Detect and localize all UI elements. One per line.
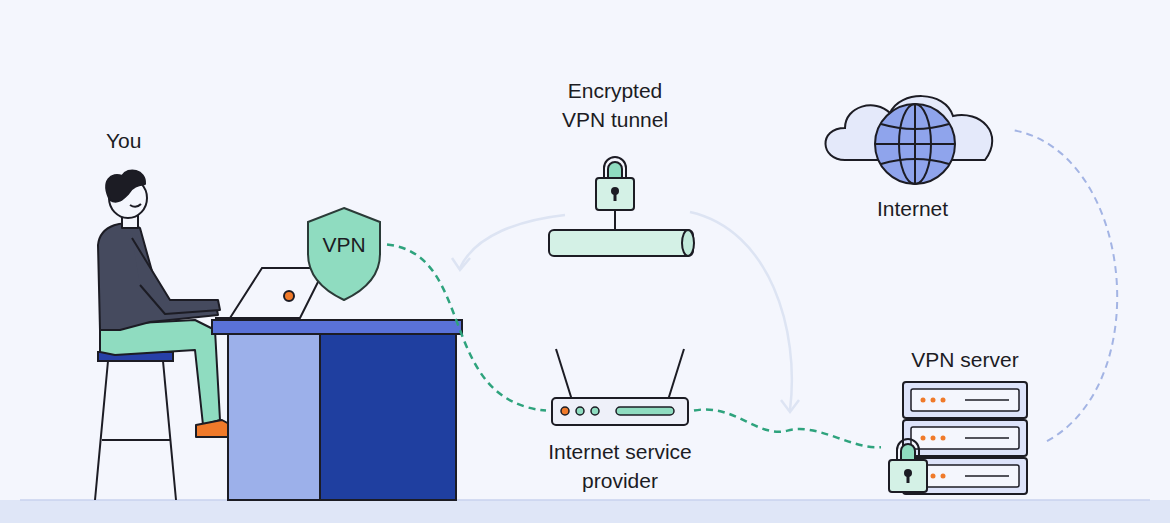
tunnel-node: Encrypted VPN tunnel [530, 76, 700, 260]
ground-strip [0, 500, 1170, 523]
tunnel-arrows [452, 212, 799, 412]
router-node: Internet service provider [515, 345, 725, 495]
tunnel-icon [535, 134, 695, 260]
server-icon [885, 374, 1045, 496]
desk [212, 320, 462, 500]
cloud-icon [815, 88, 1010, 188]
node-label: Internet [815, 194, 1010, 223]
server-node: VPN server [885, 345, 1045, 496]
node-label: Internet service provider [515, 437, 725, 495]
node-label: VPN [305, 206, 383, 259]
vpn-shield: VPN [305, 206, 383, 302]
dashed-connector [387, 244, 546, 410]
node-label: VPN server [885, 345, 1045, 374]
dashed-connector [694, 409, 881, 447]
node-label: Encrypted VPN tunnel [550, 76, 680, 134]
person-label: You [106, 126, 141, 155]
internet-cloud: Internet [815, 88, 1010, 223]
stool [95, 352, 176, 500]
person-figure [98, 170, 240, 437]
router-icon [550, 345, 690, 427]
laptop [215, 268, 325, 318]
